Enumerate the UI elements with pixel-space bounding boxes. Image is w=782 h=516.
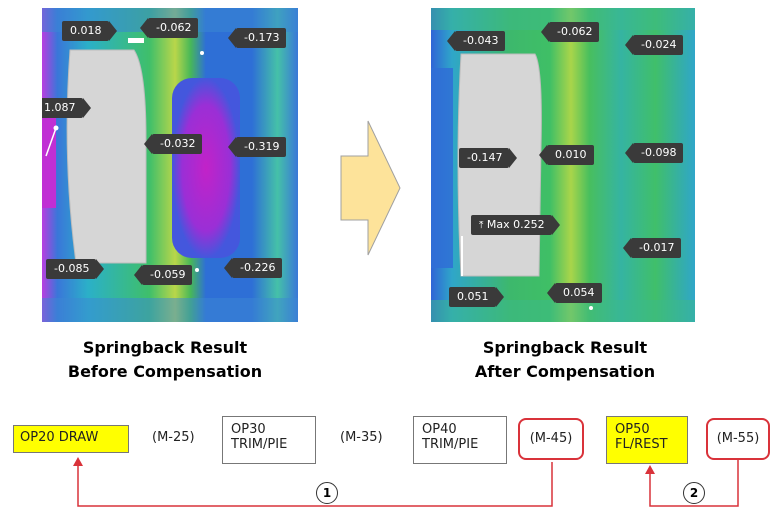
- op50-box: OP50 FL/REST: [606, 416, 688, 464]
- die-m35: (M-35): [340, 430, 383, 445]
- springback-before-image: 0.018 -0.062 -0.173 1.087 -0.032 -0.319 …: [42, 8, 298, 322]
- op20-box: OP20 DRAW: [13, 425, 129, 453]
- op30-box: OP30 TRIM/PIE: [222, 416, 316, 464]
- deviation-label: -0.319: [227, 137, 287, 157]
- deviation-label: 1.087: [42, 98, 90, 118]
- deviation-label: 0.018: [62, 21, 116, 41]
- max-deviation-label: ⤒ Max 0.252: [471, 215, 560, 235]
- deviation-label: -0.024: [624, 35, 684, 55]
- deviation-label: -0.062: [139, 18, 199, 38]
- deviation-label: -0.226: [223, 258, 283, 278]
- springback-after-image: -0.043 -0.062 -0.024 -0.147 0.010 -0.098…: [431, 8, 695, 322]
- deviation-label: 0.054: [547, 283, 602, 303]
- deviation-label: -0.059: [133, 265, 193, 285]
- deviation-label: -0.173: [227, 28, 287, 48]
- caption-after: Springback Result After Compensation: [474, 338, 656, 381]
- die-m55: (M-55): [706, 418, 770, 460]
- caption-before: Springback Result Before Compensation: [67, 338, 263, 381]
- deviation-label: 0.010: [539, 145, 594, 165]
- die-m25: (M-25): [152, 430, 195, 445]
- op40-box: OP40 TRIM/PIE: [413, 416, 507, 464]
- deviation-label: -0.062: [540, 22, 600, 42]
- deviation-label: -0.147: [459, 148, 519, 168]
- deviation-label: -0.017: [622, 238, 682, 258]
- deviation-label: -0.098: [624, 143, 684, 163]
- flow-arrow-icon: [340, 120, 401, 256]
- deviation-label: -0.085: [46, 259, 106, 279]
- loop-2-marker: 2: [683, 482, 705, 504]
- max-icon: ⤒: [479, 220, 484, 231]
- die-m45: (M-45): [518, 418, 584, 460]
- deviation-label: -0.043: [446, 31, 506, 51]
- deviation-label: 0.051: [449, 287, 503, 307]
- loop-1-marker: 1: [316, 482, 338, 504]
- deviation-label: -0.032: [143, 134, 203, 154]
